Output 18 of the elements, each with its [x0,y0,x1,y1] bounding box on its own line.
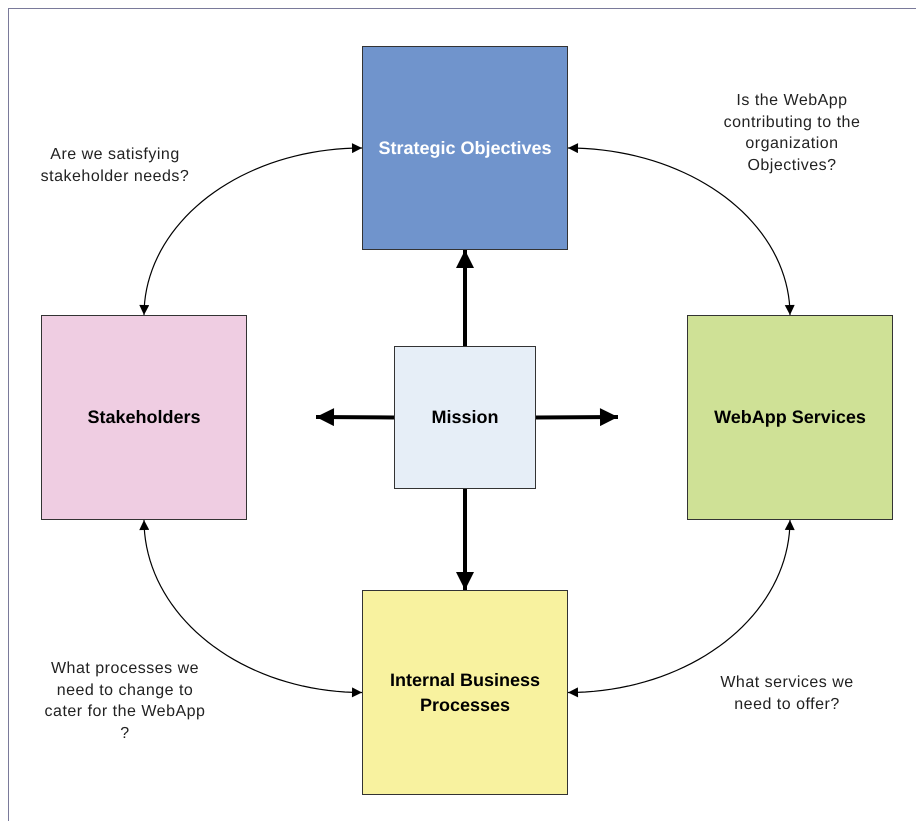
node-label: Internal Business Processes [388,669,542,716]
node-label: Mission [430,406,500,430]
process-box [394,346,536,489]
process-box [687,315,893,520]
arrow [139,520,362,698]
arrow [456,489,474,590]
node-label: Strategic Objectives [377,136,553,160]
arrow [456,250,474,346]
arrow [568,520,795,698]
node-label: WebApp Services [713,406,867,430]
arrow [536,408,618,426]
node-label: Stakeholders [86,406,202,430]
arrow [139,143,362,316]
process-box [362,46,568,250]
process-box [362,590,568,795]
arrow [568,143,795,316]
process-box [41,315,247,520]
arrow [316,408,394,426]
